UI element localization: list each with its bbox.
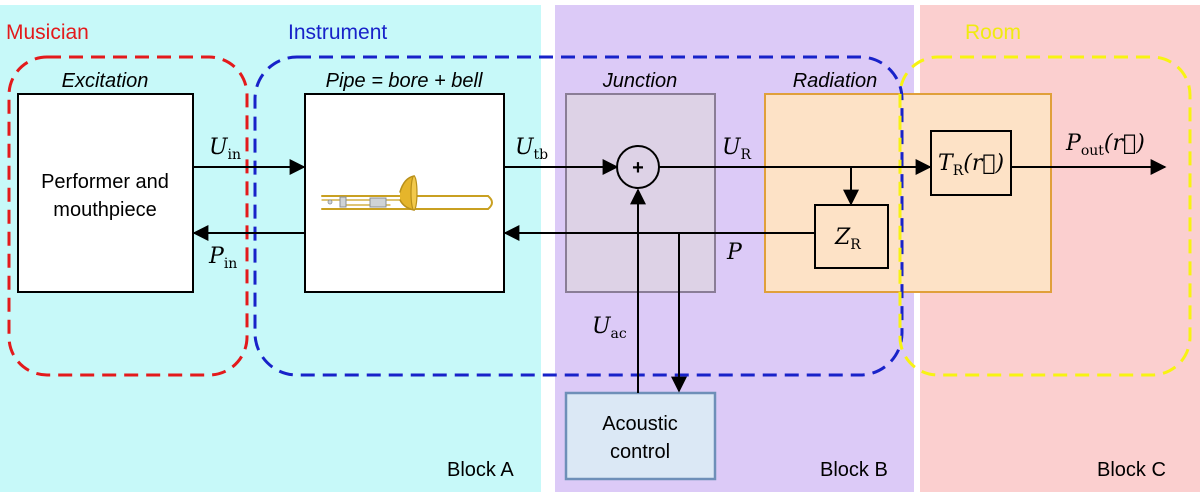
summing-junction bbox=[616, 145, 660, 189]
block-c-label: Block C bbox=[1097, 459, 1166, 481]
u-in-label: Uin bbox=[209, 135, 241, 163]
t-r-label: TR(r⃗) bbox=[938, 151, 1004, 179]
trombone-icon bbox=[321, 175, 493, 211]
performer-label-line1: Performer and bbox=[41, 171, 169, 193]
p-out-label: Pout(r⃗) bbox=[1065, 131, 1145, 159]
p-in-label: Pin bbox=[208, 244, 237, 272]
u-ac-label: Uac bbox=[592, 314, 627, 342]
instrument-group-outline bbox=[253, 55, 904, 377]
instrument-label: Instrument bbox=[288, 21, 387, 44]
room-group-outline bbox=[898, 55, 1192, 377]
musician-group-outline bbox=[7, 55, 249, 377]
acoustic-control-line1: Acoustic bbox=[602, 413, 678, 435]
z-r-label: ZR bbox=[834, 225, 861, 253]
u-tb-label: Utb bbox=[515, 135, 548, 163]
acoustic-control-box bbox=[564, 391, 717, 481]
block-a-label: Block A bbox=[447, 459, 514, 481]
u-r-label: UR bbox=[722, 135, 752, 163]
musician-label: Musician bbox=[6, 21, 89, 44]
p-label: P bbox=[726, 240, 743, 265]
block-b-label: Block B bbox=[820, 459, 888, 481]
junction-box bbox=[565, 93, 716, 293]
acoustic-control-line2: control bbox=[610, 441, 670, 463]
pipe-title: Pipe = bore + bell bbox=[326, 70, 483, 92]
excitation-box bbox=[17, 93, 194, 293]
performer-label-line2: mouthpiece bbox=[53, 199, 156, 221]
pipe-box bbox=[304, 93, 505, 293]
excitation-title: Excitation bbox=[62, 70, 149, 92]
summing-junction-symbol: + bbox=[632, 157, 644, 179]
junction-title: Junction bbox=[602, 70, 678, 92]
room-label: Room bbox=[965, 21, 1021, 44]
radiation-title: Radiation bbox=[793, 70, 878, 92]
radiation-box bbox=[764, 93, 1052, 293]
